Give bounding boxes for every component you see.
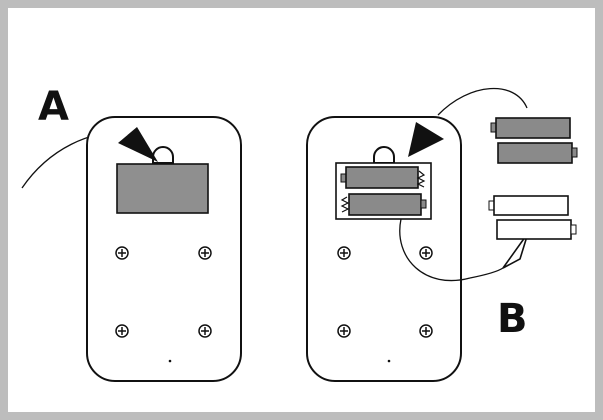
battery-icon (348, 193, 427, 216)
pointer-line-in (437, 87, 528, 116)
screw-icon (115, 246, 129, 260)
screw-icon (419, 324, 433, 338)
battery-icon (490, 117, 571, 139)
arrow-icon (408, 122, 444, 157)
indicator-dot (168, 359, 172, 363)
spring-contact-icon (416, 170, 426, 188)
battery-icon (497, 142, 578, 164)
screw-icon (419, 246, 433, 260)
screw-icon (337, 324, 351, 338)
step-a-label: A (38, 84, 69, 130)
release-button-b (373, 146, 395, 164)
battery-cover (116, 163, 209, 214)
battery-icon (496, 219, 577, 240)
arrow-tail (469, 267, 504, 279)
spring-contact-icon (340, 196, 350, 213)
step-b-label: B (497, 296, 528, 342)
battery-icon (488, 195, 569, 216)
pointer-line-out (399, 218, 471, 282)
screw-icon (115, 324, 129, 338)
battery-icon (340, 166, 419, 189)
panel-b: B (306, 87, 578, 382)
screw-icon (198, 324, 212, 338)
screw-icon (337, 246, 351, 260)
arrow-outline-icon (502, 232, 529, 269)
screw-icon (198, 246, 212, 260)
arrow-icon (118, 127, 158, 162)
panel-a: A (21, 84, 242, 382)
indicator-dot (387, 359, 391, 363)
